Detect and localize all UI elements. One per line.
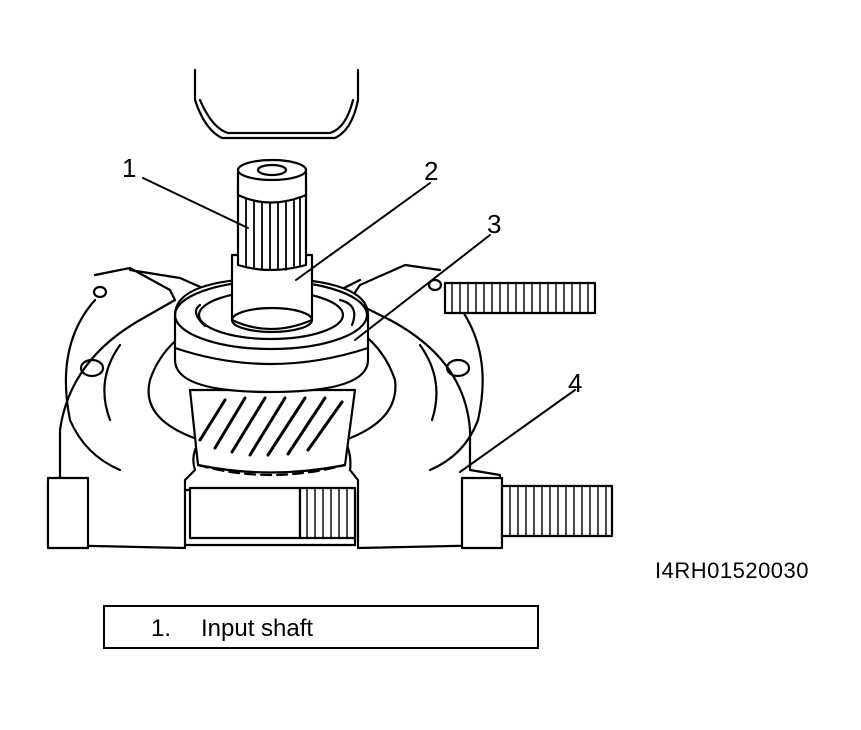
legend-item-number: 1. — [151, 615, 172, 642]
figure-code: I4RH01520030 — [655, 558, 810, 583]
legend-box: 1. Input shaft — [103, 605, 539, 649]
leader-lines — [142, 177, 576, 473]
helical-gear — [188, 388, 357, 477]
callout-1: 1 — [122, 153, 136, 183]
threaded-bolts — [298, 281, 614, 540]
callout-3: 3 — [487, 209, 501, 239]
callout-4: 4 — [568, 368, 582, 398]
press-ram — [193, 68, 360, 140]
callout-2: 2 — [424, 156, 438, 186]
legend-item-text: Input shaft — [201, 615, 314, 642]
input-shaft — [230, 158, 314, 334]
bearing — [173, 276, 370, 394]
